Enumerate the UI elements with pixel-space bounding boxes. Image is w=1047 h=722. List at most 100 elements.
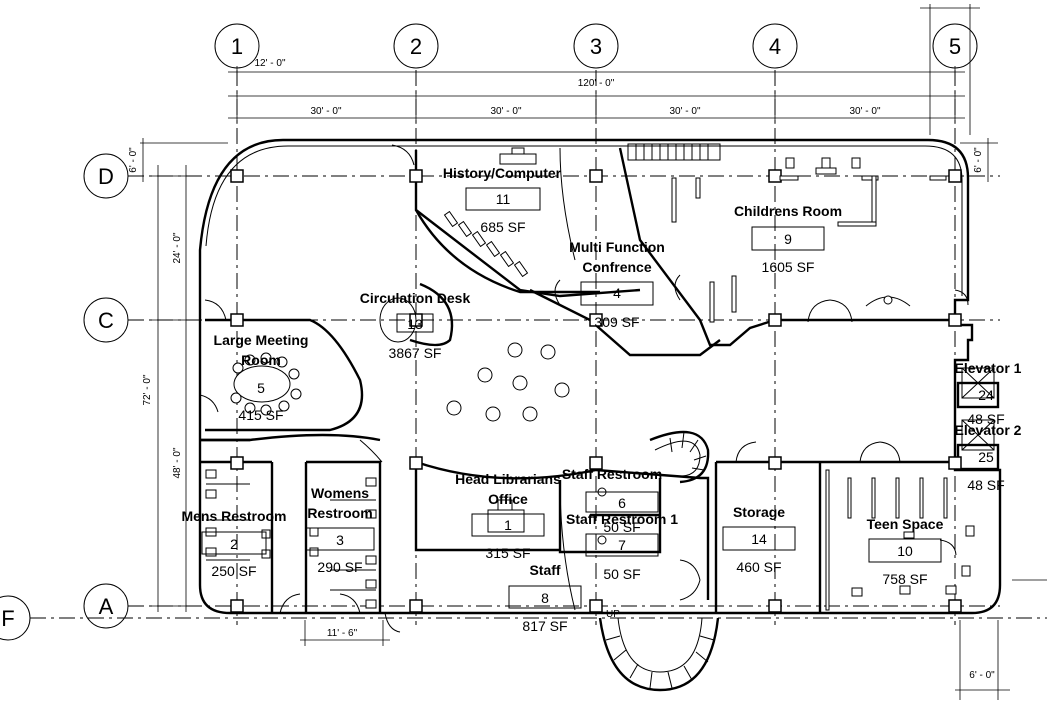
grid-bubble-D: D	[83, 153, 129, 199]
room-tag-staff-restroom-1: Staff Restroom 1 7 50 SF	[566, 511, 678, 582]
svg-text:5: 5	[257, 380, 265, 396]
grid-bubble-5: 5	[932, 23, 978, 69]
svg-text:290 SF: 290 SF	[317, 559, 362, 575]
room-tag-staff: Staff 8 817 SF	[508, 562, 582, 634]
svg-text:48' - 0": 48' - 0"	[172, 447, 183, 478]
room-tag-head-librarians-office: Head Librarians Office 1 315 SF	[455, 471, 561, 561]
svg-text:Multi Function: Multi Function	[569, 239, 665, 255]
svg-text:2: 2	[230, 536, 238, 552]
svg-text:8: 8	[541, 590, 549, 606]
svg-text:11: 11	[496, 191, 511, 207]
svg-text:Storage: Storage	[733, 504, 785, 520]
svg-text:30' - 0": 30' - 0"	[310, 106, 341, 117]
svg-text:4: 4	[769, 34, 781, 59]
svg-text:Elevator 2: Elevator 2	[955, 422, 1022, 438]
grid-bubble-C: C	[83, 297, 129, 343]
grid-bubble-F: F	[0, 595, 31, 641]
dimensions: 12' - 0" 120' - 0" 30' - 0" 30' - 0" 30'…	[128, 4, 1047, 700]
grid-bubble-1: 1	[214, 23, 260, 69]
svg-text:Restroom: Restroom	[307, 505, 372, 521]
svg-text:Large Meeting: Large Meeting	[214, 332, 309, 348]
svg-text:Office: Office	[488, 491, 528, 507]
svg-text:415 SF: 415 SF	[238, 407, 283, 423]
svg-text:7: 7	[618, 537, 626, 553]
svg-text:30' - 0": 30' - 0"	[490, 106, 521, 117]
room-tag-mens-restroom: Mens Restroom 2 250 SF	[181, 508, 286, 579]
stair-top	[627, 143, 721, 161]
svg-text:48 SF: 48 SF	[967, 477, 1004, 493]
svg-text:758 SF: 758 SF	[882, 571, 927, 587]
grid-bubble-2: 2	[393, 23, 439, 69]
structural-columns	[230, 169, 962, 613]
svg-text:1: 1	[231, 34, 243, 59]
svg-text:Head Librarians: Head Librarians	[455, 471, 561, 487]
svg-text:6' - 0": 6' - 0"	[973, 147, 984, 173]
svg-text:Mens Restroom: Mens Restroom	[181, 508, 286, 524]
svg-text:72' - 0": 72' - 0"	[142, 374, 153, 405]
room-tag-womens-restroom: Womens Restroom 3 290 SF	[305, 485, 375, 575]
svg-text:Staff Restroom 1: Staff Restroom 1	[566, 511, 678, 527]
room-tag-elevator-2: Elevator 2 25 48 SF	[955, 422, 1022, 493]
svg-text:Room: Room	[241, 352, 281, 368]
svg-text:Elevator 1: Elevator 1	[955, 360, 1022, 376]
grid-lines	[30, 70, 1047, 625]
svg-text:C: C	[98, 308, 114, 333]
svg-text:10: 10	[897, 543, 913, 559]
svg-text:14: 14	[751, 531, 767, 547]
doors	[199, 144, 969, 633]
svg-text:1605 SF: 1605 SF	[762, 259, 815, 275]
svg-text:6: 6	[618, 495, 626, 511]
svg-text:48 SF: 48 SF	[967, 411, 1004, 427]
svg-text:24: 24	[978, 387, 994, 403]
svg-text:Childrens Room: Childrens Room	[734, 203, 842, 219]
svg-text:817 SF: 817 SF	[522, 618, 567, 634]
stair-spiral-lower: UP	[598, 609, 720, 692]
svg-text:25: 25	[978, 449, 994, 465]
svg-text:D: D	[98, 164, 114, 189]
svg-text:30' - 0": 30' - 0"	[669, 106, 700, 117]
svg-text:460 SF: 460 SF	[736, 559, 781, 575]
stair-spiral-upper	[649, 430, 710, 484]
svg-text:4: 4	[613, 285, 621, 301]
svg-text:5: 5	[949, 34, 961, 59]
svg-text:50 SF: 50 SF	[603, 566, 640, 582]
svg-text:3: 3	[590, 34, 602, 59]
svg-text:6' - 0": 6' - 0"	[969, 670, 995, 681]
svg-text:2: 2	[410, 34, 422, 59]
room-tag-history-computer: History/Computer 11 685 SF	[443, 165, 562, 235]
svg-text:250 SF: 250 SF	[211, 563, 256, 579]
svg-text:9: 9	[784, 231, 792, 247]
room-tag-large-meeting-room: Large Meeting Room 5 415 SF	[214, 332, 309, 423]
svg-text:A: A	[99, 594, 114, 619]
svg-text:History/Computer: History/Computer	[443, 165, 562, 181]
svg-text:Teen Space: Teen Space	[867, 516, 944, 532]
svg-text:50 SF: 50 SF	[603, 519, 640, 535]
svg-text:UP: UP	[606, 609, 620, 620]
svg-text:315 SF: 315 SF	[485, 545, 530, 561]
room-tag-staff-restroom: Staff Restroom 6 50 SF	[562, 466, 662, 535]
grid-bubble-A: A	[83, 583, 129, 629]
svg-text:3867 SF: 3867 SF	[389, 345, 442, 361]
room-tag-circulation-desk: Circulation Desk 13 3867 SF	[360, 290, 471, 361]
room-tag-teen-space: Teen Space 10 758 SF	[867, 516, 944, 587]
grid-bubble-4: 4	[752, 23, 798, 69]
svg-text:11' - 6": 11' - 6"	[327, 628, 358, 639]
svg-text:Staff Restroom: Staff Restroom	[562, 466, 662, 482]
svg-text:13: 13	[407, 316, 423, 332]
interior-walls	[200, 147, 1000, 613]
svg-text:685 SF: 685 SF	[480, 219, 525, 235]
svg-text:F: F	[1, 606, 14, 631]
svg-text:1: 1	[504, 517, 512, 533]
svg-text:Staff: Staff	[529, 562, 560, 578]
svg-text:3: 3	[336, 532, 344, 548]
svg-text:6' - 0": 6' - 0"	[128, 147, 139, 173]
room-tag-storage: Storage 14 460 SF	[722, 504, 796, 575]
room-tag-multi-function: Multi Function Confrence 4 309 SF	[569, 239, 665, 330]
svg-text:30' - 0": 30' - 0"	[849, 106, 880, 117]
room-tag-elevator-1: Elevator 1 24 48 SF	[955, 360, 1022, 427]
grid-bubble-3: 3	[573, 23, 619, 69]
svg-text:Womens: Womens	[311, 485, 369, 501]
svg-text:Circulation Desk: Circulation Desk	[360, 290, 471, 306]
svg-text:120' - 0": 120' - 0"	[578, 78, 615, 89]
